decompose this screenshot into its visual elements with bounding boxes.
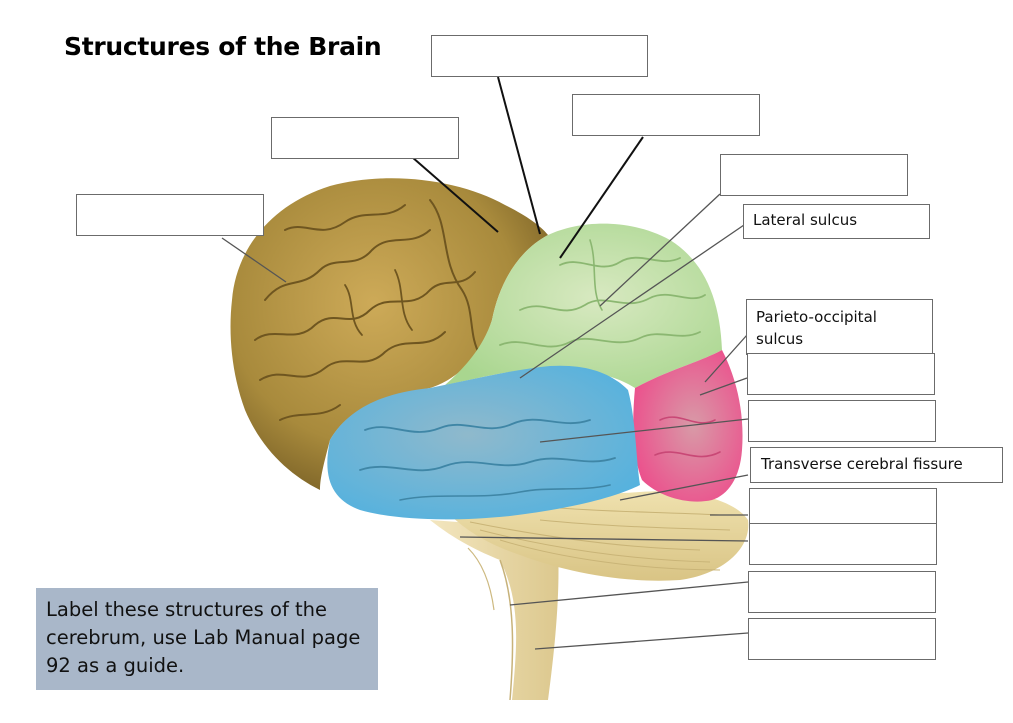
- label-text: Transverse cerebral fissure: [761, 455, 963, 473]
- brainstem: [430, 520, 559, 701]
- label-box-right-4[interactable]: [749, 488, 937, 526]
- label-text: Lateral sulcus: [753, 211, 858, 229]
- label-box-right-3[interactable]: [748, 400, 936, 442]
- label-box-right-5[interactable]: [749, 523, 937, 565]
- label-box-right-1[interactable]: [720, 154, 908, 196]
- label-box-right-2[interactable]: [747, 353, 935, 395]
- label-box-right-7[interactable]: [748, 618, 936, 660]
- page-title: Structures of the Brain: [64, 32, 382, 61]
- label-transverse-cerebral-fissure: Transverse cerebral fissure: [750, 447, 1003, 483]
- frontal-lobe: [230, 178, 549, 490]
- label-box-right-6[interactable]: [748, 571, 936, 613]
- label-box-upper-left[interactable]: [271, 117, 459, 159]
- label-parieto-occipital-sulcus: Parieto-occipital sulcus: [746, 299, 933, 355]
- parietal-lobe: [445, 223, 722, 388]
- temporal-lobe: [327, 365, 640, 520]
- label-box-upper-right[interactable]: [572, 94, 760, 136]
- label-text: Parieto-occipital sulcus: [756, 308, 877, 348]
- label-box-top-center[interactable]: [431, 35, 648, 77]
- label-box-far-left[interactable]: [76, 194, 264, 236]
- leader-lines-dark: [411, 76, 644, 259]
- instructions-box: Label these structures of the cerebrum, …: [36, 588, 378, 690]
- label-lateral-sulcus: Lateral sulcus: [743, 204, 930, 239]
- leader-lines-gray: [221, 193, 749, 650]
